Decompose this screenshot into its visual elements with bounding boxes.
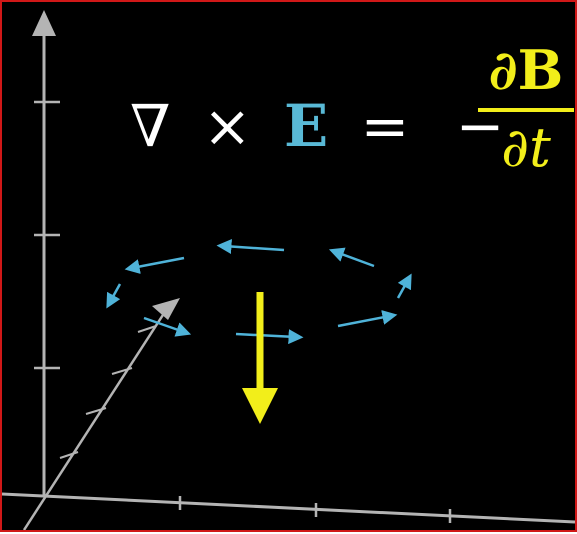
nabla-symbol: ∇	[130, 91, 171, 161]
loop-arrow	[144, 318, 184, 332]
loop-arrow	[398, 280, 408, 298]
loop-arrow	[338, 316, 390, 326]
time-derivative-fraction: ∂B ∂t	[474, 40, 577, 178]
electric-field-symbol: E	[284, 91, 328, 161]
faraday-equation: ∇ × E = −	[130, 86, 504, 156]
fraction-numerator: ∂B	[474, 40, 577, 100]
down-arrow-icon	[242, 388, 278, 424]
loop-arrow	[336, 252, 374, 266]
y-axis-arrowhead-icon	[152, 298, 180, 320]
z-axis	[32, 10, 60, 496]
loop-arrow	[224, 246, 284, 250]
loop-arrow	[236, 334, 296, 337]
fraction-denominator: ∂t	[474, 118, 577, 178]
x-axis	[2, 494, 575, 523]
loop-arrow	[110, 284, 120, 302]
z-axis-arrowhead-icon	[32, 10, 56, 36]
fraction-bar	[478, 108, 574, 112]
equals-symbol: =	[361, 91, 410, 161]
cross-symbol: ×	[203, 91, 252, 161]
loop-arrow	[132, 258, 184, 268]
flux-change-arrow	[242, 292, 278, 424]
y-axis	[24, 298, 180, 530]
